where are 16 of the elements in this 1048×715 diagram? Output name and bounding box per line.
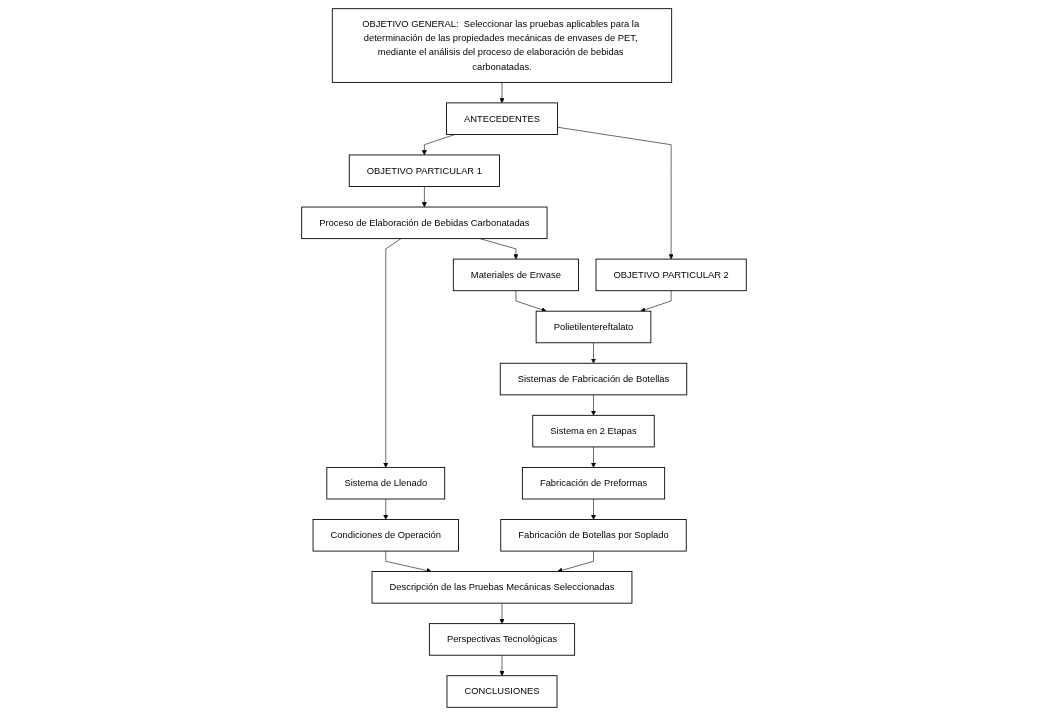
node-box: Descripción de las Pruebas Mecánicas Seleccionadas xyxy=(371,570,633,604)
node-box: Sistema en 2 Etapas xyxy=(532,414,655,447)
node-box: Materiales de Envase xyxy=(452,258,579,291)
node-box: CONCLUSIONES xyxy=(446,674,558,708)
node-box: Polietilentereftalato xyxy=(535,310,652,343)
node-box: Fabricación de Botellas por Soplado xyxy=(500,518,687,552)
node-box: Sistemas de Fabricación de Botellas xyxy=(499,362,688,395)
node-box: Proceso de Elaboración de Bebidas Carbonatadas xyxy=(301,206,548,239)
node-box: OBJETIVO PARTICULAR 1 xyxy=(348,154,500,187)
node-box: Perspectivas Tecnológicas xyxy=(428,622,576,656)
node-box: OBJETIVO GENERAL: Seleccionar las pruebas aplicables para la determinación de las propiedades mecánicas de envases de PET, mediante el análisis del proceso de elaboración de bebidas carbonatadas. xyxy=(331,7,673,83)
node-box: Sistema de Llenado xyxy=(326,466,446,499)
node-box: Condiciones de Operación xyxy=(312,518,459,552)
node-box: ANTECEDENTES xyxy=(446,101,558,135)
node-box: Fabricación de Preformas xyxy=(521,466,666,499)
node-box: OBJETIVO PARTICULAR 2 xyxy=(595,258,747,291)
